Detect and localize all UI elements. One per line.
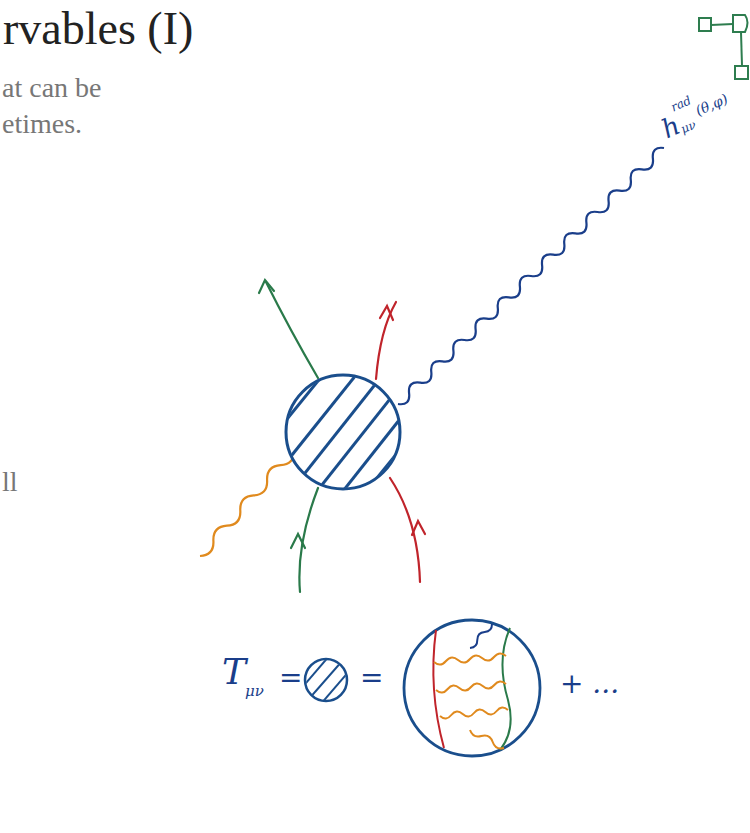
body-text: etimes.	[2, 110, 82, 138]
superscript: rad	[669, 94, 693, 113]
hatched-blob	[270, 360, 420, 505]
angle-arguments: (θ,φ)	[693, 91, 729, 117]
photon-wave	[200, 450, 294, 556]
equals-sign: =	[279, 664, 302, 692]
subscript: μν	[245, 684, 264, 699]
photon-wave	[470, 730, 504, 748]
expanded-blob	[404, 620, 540, 756]
subscript: μν	[679, 118, 698, 135]
equals-sign: =	[360, 664, 383, 692]
photon-wave	[436, 681, 506, 692]
body-text: at can be	[2, 74, 102, 102]
radiation-label: hradμν(θ,φ)	[654, 78, 742, 146]
photon-wave	[440, 707, 508, 718]
stress-tensor-symbol: T	[222, 654, 246, 690]
photon-wave	[434, 653, 506, 664]
particle-lines	[259, 280, 425, 592]
slide-title: rvables (I)	[3, 6, 193, 52]
hatched-blob-small	[300, 655, 350, 705]
graviton-wave	[398, 148, 664, 404]
body-text: ll	[2, 468, 18, 496]
ellipsis-term: + ...	[560, 670, 619, 698]
detector-icon	[699, 15, 748, 79]
graviton-wave	[470, 624, 492, 648]
